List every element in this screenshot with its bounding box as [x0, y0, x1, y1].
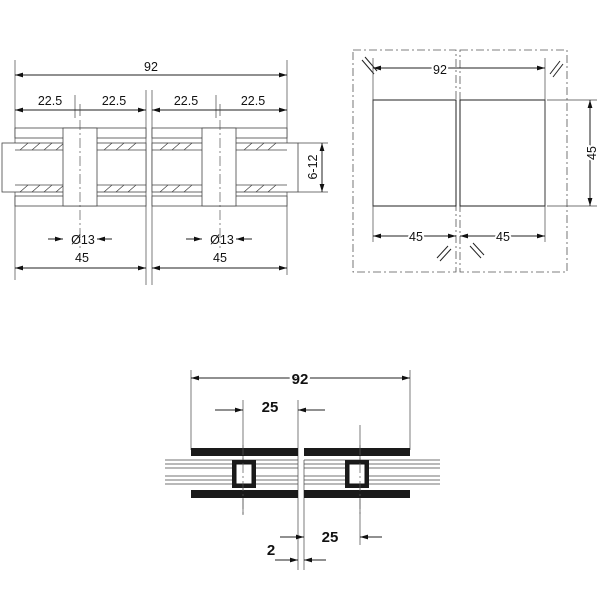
front-segment-4-label: 22.5: [241, 94, 265, 108]
front-half-right-label: 45: [213, 251, 227, 265]
front-glass-thickness-label: 6-12: [306, 154, 320, 179]
side-view: 92 45 45 45: [352, 49, 600, 273]
side-overall-width-label: 92: [433, 63, 447, 77]
front-segment-2-label: 22.5: [102, 94, 126, 108]
front-overall-width-label: 92: [144, 60, 158, 74]
front-hole-right-label: Ø13: [210, 233, 234, 247]
top-gap-label: 2: [267, 542, 275, 559]
side-half-left-label: 45: [409, 230, 423, 244]
front-segment-3-label: 22.5: [174, 94, 198, 108]
front-half-left-label: 45: [75, 251, 89, 265]
top-offset-top-label: 25: [262, 399, 279, 416]
side-height-label: 45: [585, 146, 599, 160]
top-overall-width-label: 92: [292, 371, 309, 388]
top-offset-bottom-label: 25: [322, 529, 339, 546]
front-hole-left-label: Ø13: [71, 233, 95, 247]
top-view: 92 25 25 2: [165, 369, 440, 570]
side-half-right-label: 45: [496, 230, 510, 244]
front-segment-1-label: 22.5: [38, 94, 62, 108]
front-view: 92 22.5 22.5 22.5 22.5: [1, 60, 328, 285]
